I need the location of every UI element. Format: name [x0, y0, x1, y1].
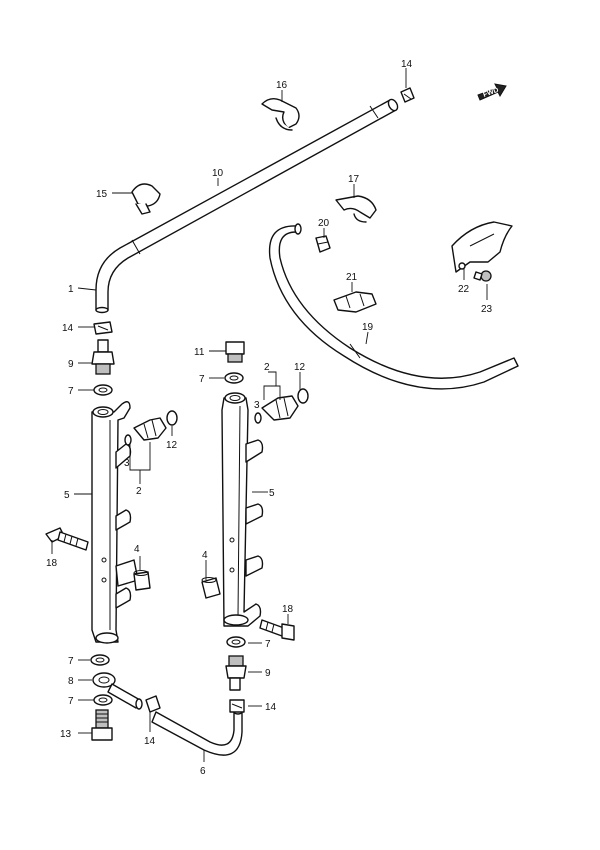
callout-3: 3: [124, 458, 130, 469]
callout-16: 16: [276, 80, 288, 91]
callout-7: 7: [265, 639, 271, 650]
union-bolt-13: [91, 709, 113, 741]
callout-5: 5: [64, 490, 70, 501]
callout-12: 12: [294, 362, 306, 373]
washer-7-right-bottom: [226, 636, 246, 648]
fuel-delivery-pipe-left: [91, 401, 139, 644]
fuel-injector-left: [124, 410, 178, 446]
callout-7: 7: [68, 386, 74, 397]
callout-11: 11: [194, 347, 205, 358]
callout-4: 4: [202, 550, 208, 561]
fuel-injector-right: [254, 388, 309, 424]
callout-7: 7: [199, 374, 205, 385]
fuel-hose-upper: [95, 98, 399, 314]
callout-12: 12: [166, 440, 178, 451]
hose-clip-20: [315, 235, 331, 253]
callout-15: 15: [96, 189, 108, 200]
hose-clip-14-top: [400, 87, 415, 103]
washer-7-left-lower: [93, 694, 113, 706]
bolt-23: [473, 270, 492, 282]
plug-11: [225, 341, 245, 363]
hose-clip-14-lower-left: [145, 695, 161, 713]
union-fitting-9-right: [225, 655, 247, 691]
hose-clamp-16: [261, 97, 300, 131]
callout-22: 22: [458, 284, 470, 295]
callout-8: 8: [68, 676, 74, 687]
callout-13: 13: [60, 729, 72, 740]
callout-9: 9: [68, 359, 74, 370]
hose-clip-14-left: [93, 321, 113, 335]
callout-14: 14: [62, 323, 74, 334]
callout-14: 14: [265, 702, 277, 713]
union-fitting-9-left: [91, 339, 115, 375]
callout-14: 14: [401, 59, 413, 70]
callout-23: 23: [481, 304, 493, 315]
callout-2: 2: [136, 486, 142, 497]
hose-clamp-15: [131, 183, 161, 215]
forward-arrow-icon: FWD: [477, 83, 507, 101]
leader-lines: [51, 68, 488, 762]
fuel-delivery-pipe-right: [221, 392, 264, 627]
callout-18: 18: [282, 604, 294, 615]
callout-17: 17: [348, 174, 360, 185]
washer-7-left-top: [93, 384, 113, 396]
hose-clip-14-lower-right: [229, 699, 245, 713]
callout-9: 9: [265, 668, 271, 679]
washer-7-left-bottom: [90, 654, 110, 666]
callout-7: 7: [68, 696, 74, 707]
callout-6: 6: [200, 766, 206, 777]
callout-14: 14: [144, 736, 156, 747]
callout-2: 2: [264, 362, 270, 373]
banjo-fitting-8: [92, 672, 143, 710]
callout-7: 7: [68, 656, 74, 667]
washer-7-right-top: [224, 372, 244, 384]
callout-4: 4: [134, 544, 140, 555]
callout-18: 18: [46, 558, 58, 569]
bolt-18-left: [45, 527, 89, 551]
hose-clamp-17: [335, 195, 377, 223]
callout-21: 21: [346, 272, 358, 283]
fuel-hose-19: [268, 223, 519, 390]
callout-19: 19: [362, 322, 374, 333]
fwd-label: FWD: [482, 87, 499, 99]
spacer-4-left: [133, 570, 151, 591]
bolt-18-right: [259, 619, 295, 641]
callout-numbers: 14 16 10 15 17 20 21 19 22 23 1 14 9 7 5…: [46, 59, 493, 777]
callout-3: 3: [254, 400, 260, 411]
callout-10: 10: [212, 168, 224, 179]
bracket-22: [451, 221, 513, 273]
callout-20: 20: [318, 218, 330, 229]
callout-5: 5: [269, 488, 275, 499]
fuel-hose-6: [151, 709, 243, 756]
hose-clamp-21: [333, 291, 377, 313]
callout-1: 1: [68, 284, 74, 295]
spacer-4-right: [201, 577, 221, 599]
